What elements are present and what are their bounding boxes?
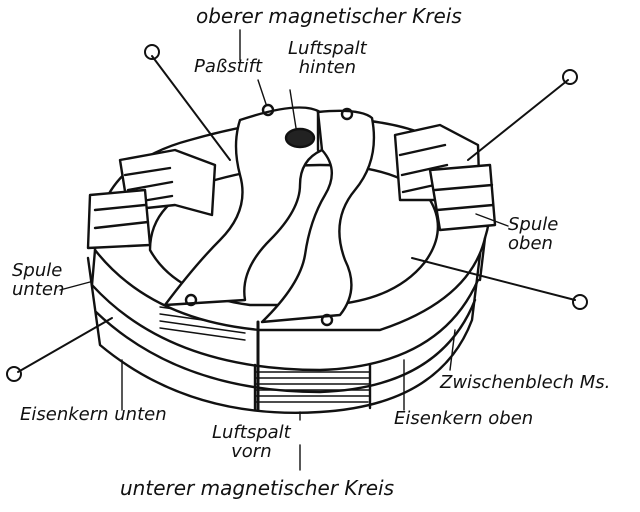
label-luftspalt-hinten: Luftspalt hinten [288, 38, 367, 78]
s-pole-pieces [163, 103, 376, 412]
label-oberer-kreis: oberer magnetischer Kreis [196, 4, 462, 28]
coil-left [86, 148, 217, 250]
label-spule-unten-line2: unten [12, 278, 65, 300]
label-passstift: Paßstift [194, 56, 263, 77]
label-luftspalt-vorn: Luftspalt vorn [212, 422, 291, 462]
label-eisenkern-oben: Eisenkern oben [394, 408, 534, 429]
label-unterer-kreis: unterer magnetischer Kreis [120, 476, 395, 500]
label-luftspalt-hinten-line2: hinten [298, 56, 357, 78]
leader-lines [59, 29, 509, 471]
lead-wires [6, 44, 588, 382]
label-spule-unten: Spule unten [12, 260, 65, 300]
label-zwischenblech: Zwischenblech Ms. [440, 372, 611, 393]
label-spule-unten-line1: Spule [12, 260, 63, 281]
label-spule-oben-line1: Spule [508, 214, 559, 235]
label-luftspalt-vorn-line1: Luftspalt [212, 422, 291, 443]
label-spule-oben-line2: oben [508, 232, 553, 254]
label-luftspalt-vorn-line2: vorn [231, 440, 272, 462]
coil-right [393, 123, 497, 232]
label-spule-oben: Spule oben [508, 214, 559, 254]
label-luftspalt-hinten-line1: Luftspalt [288, 38, 367, 59]
label-eisenkern-unten: Eisenkern unten [20, 404, 167, 425]
